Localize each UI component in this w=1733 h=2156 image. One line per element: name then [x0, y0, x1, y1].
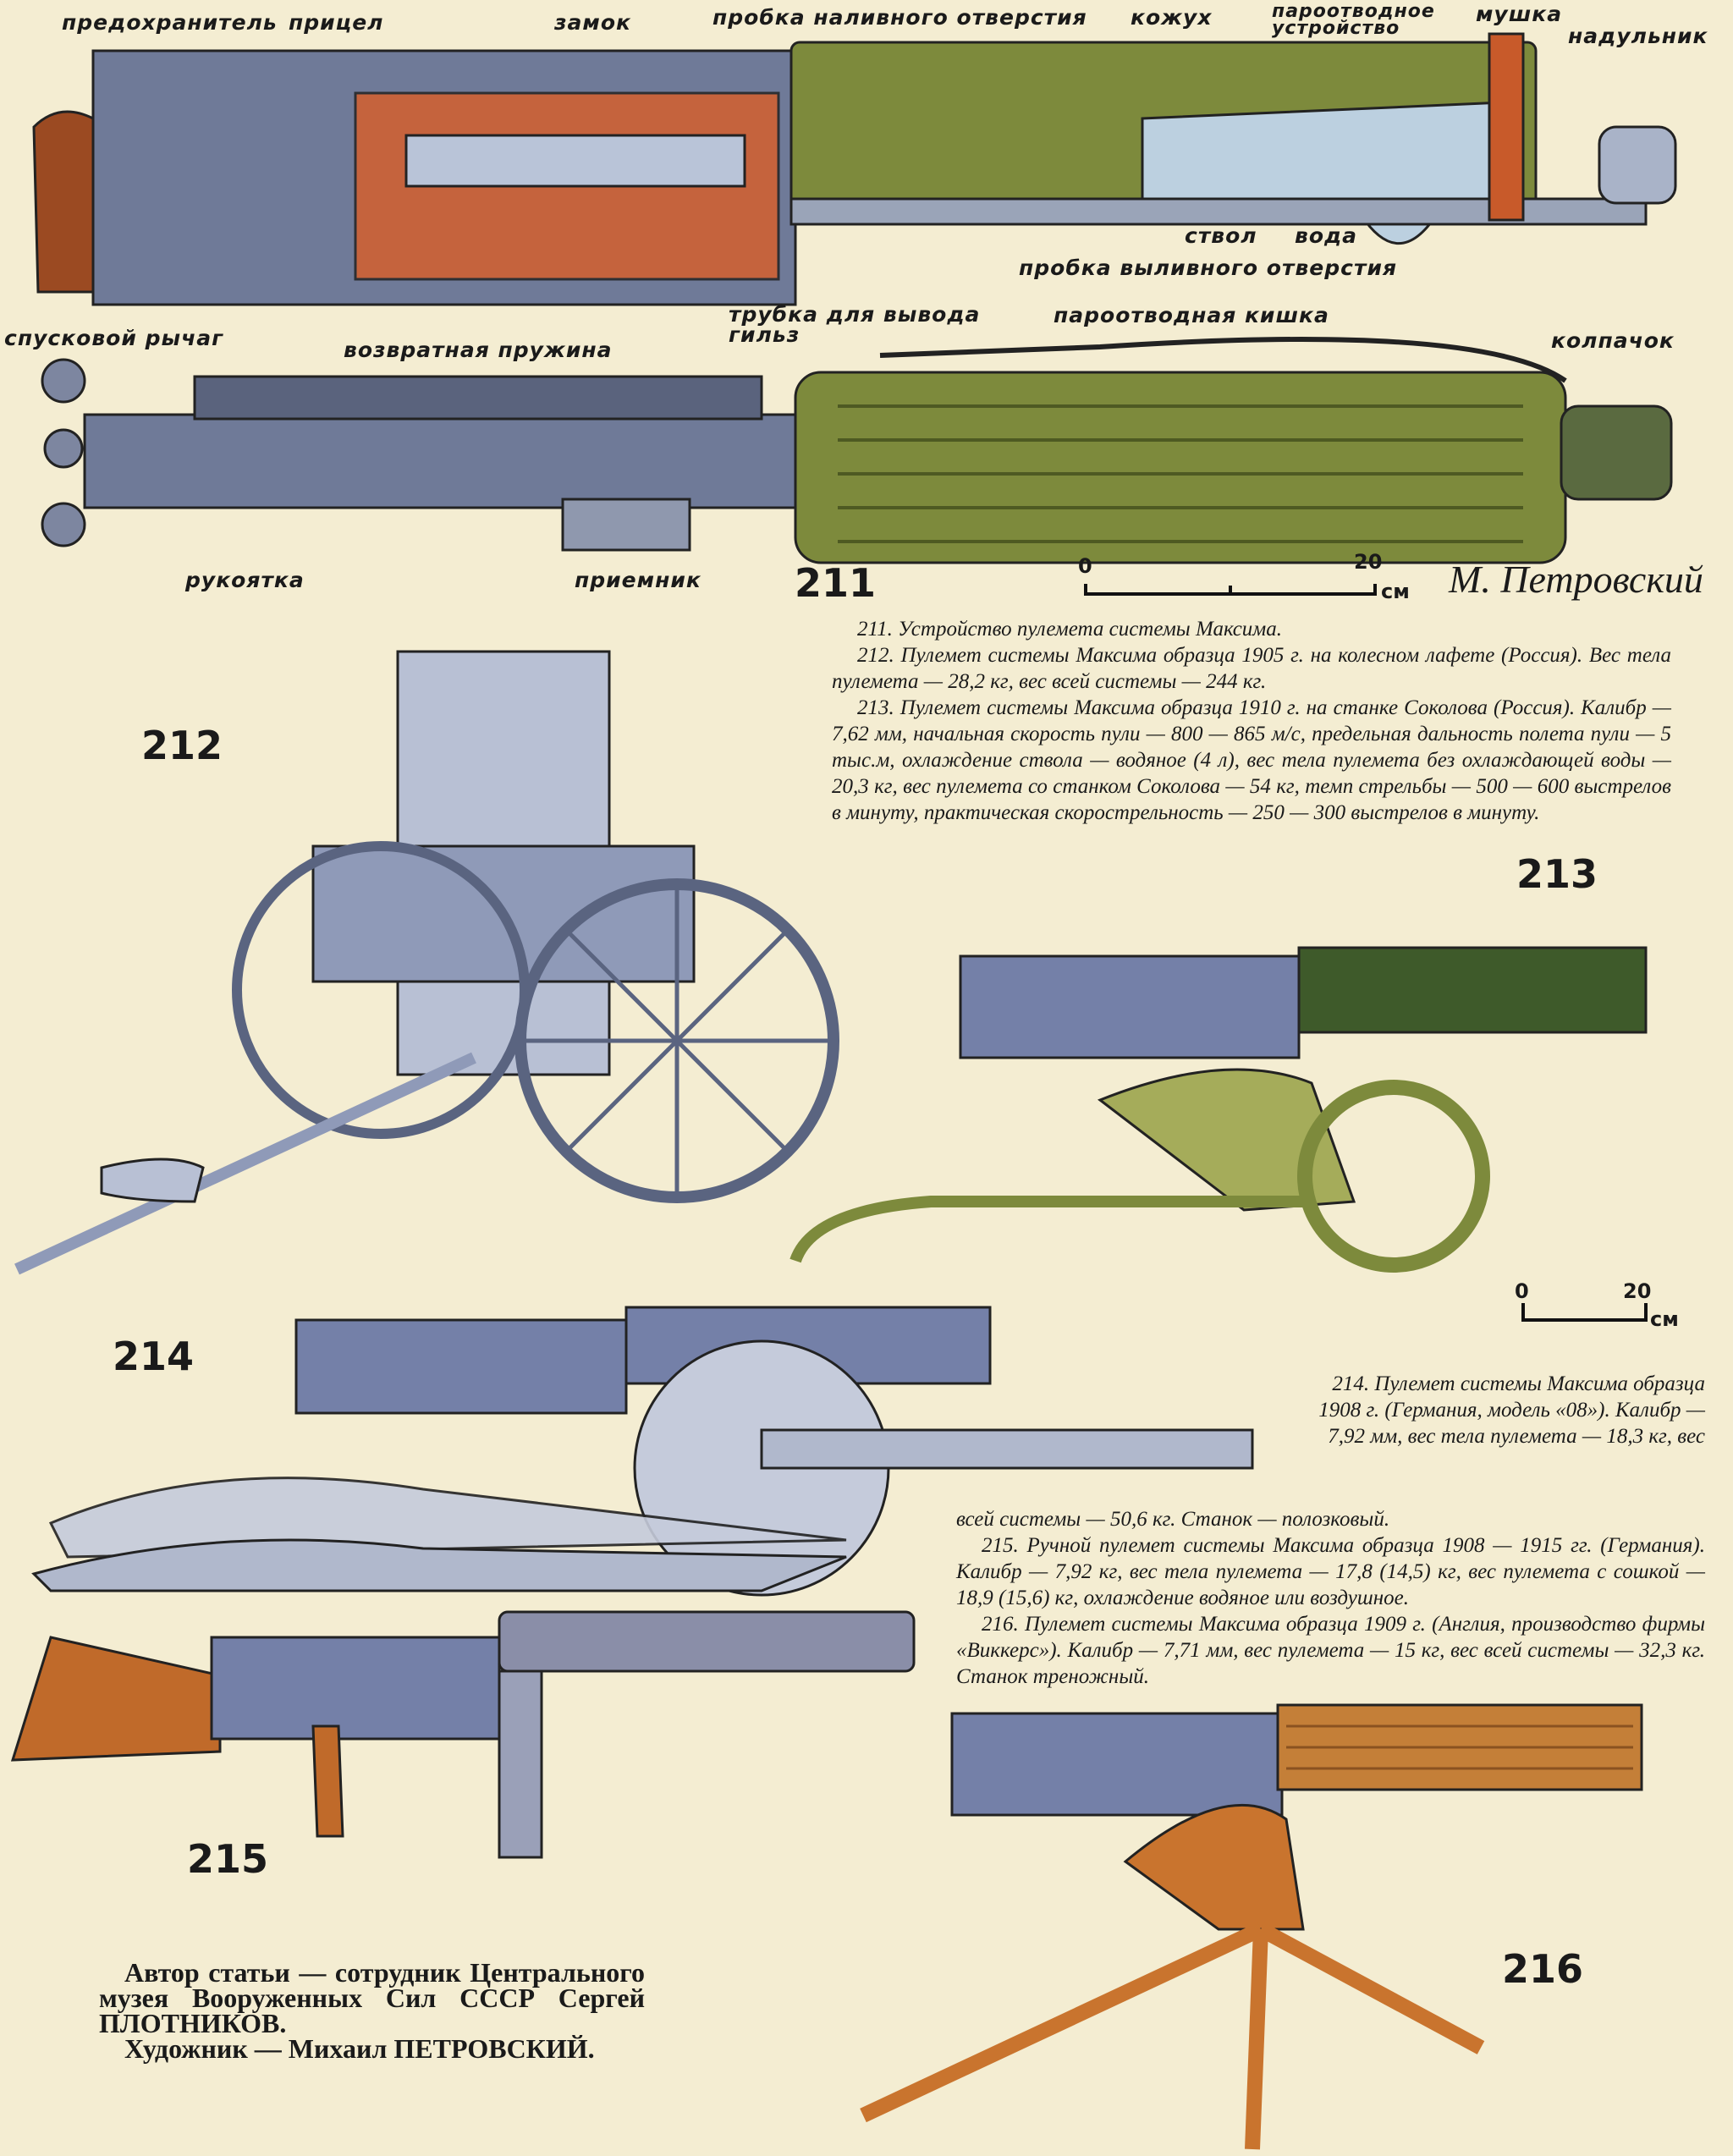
label-handle: рукоятка	[185, 568, 305, 592]
caption-212: 212. Пулемет системы Максима образца 190…	[832, 644, 1671, 693]
figure-number-213: 213	[1516, 851, 1598, 897]
scale-zero: 0	[1078, 554, 1092, 578]
label-return-spring: возвратная пружина	[344, 338, 613, 362]
figure-number-211: 211	[795, 560, 877, 606]
maxim-1905-wheeled-illustration	[14, 650, 839, 1275]
caption-214-part2: всей системы — 50,6 кг. Станок — полозко…	[956, 1508, 1390, 1531]
label-trigger-lever: спусковой рычаг	[4, 326, 224, 350]
label-cap: колпачок	[1551, 328, 1675, 353]
figure-number-216: 216	[1502, 1946, 1584, 1992]
caption-216: 216. Пулемет системы Максима образца 190…	[956, 1613, 1705, 1688]
label-drain-plug: пробка выливного отверстия	[1019, 256, 1398, 280]
maxim-top-view-illustration	[41, 337, 1673, 564]
maxim-1908-sled-illustration	[31, 1306, 1254, 1597]
scale2-zero: 0	[1515, 1279, 1529, 1303]
label-safety: предохранитель	[62, 10, 278, 35]
label-fill-plug: пробка наливного отверстия	[712, 5, 1087, 30]
label-steam-device: пароотводное устройство	[1272, 1, 1435, 39]
label-jacket: кожух	[1131, 5, 1213, 30]
vickers-1909-illustration	[860, 1703, 1643, 2150]
label-steam-hose: пароотводная кишка	[1054, 303, 1329, 327]
scale-unit: см	[1381, 580, 1410, 603]
author-credit: Автор статьи — сотрудник Центрального му…	[99, 1957, 645, 2038]
figure-number-214: 214	[113, 1334, 195, 1379]
figure-number-212: 212	[141, 723, 223, 768]
scale2-twenty: 20	[1623, 1279, 1652, 1303]
label-barrel: ствол	[1185, 223, 1257, 248]
maxim-1910-sokolov-illustration	[789, 946, 1648, 1273]
maxim-cutaway-illustration	[32, 32, 1677, 306]
maxim-1908-1915-light-illustration	[10, 1610, 916, 1859]
caption-215: 215. Ручной пулемет системы Максима обра…	[956, 1534, 1705, 1609]
label-receiver: приемник	[575, 568, 701, 592]
caption-214-part1: 214. Пулемет системы Максима образца 190…	[1303, 1371, 1705, 1449]
scale-bar-2	[1521, 1303, 1648, 1322]
label-water: вода	[1295, 223, 1358, 248]
artist-signature: М. Петровский	[1449, 558, 1703, 601]
label-case-tube: трубка для вывода гильз	[729, 302, 981, 347]
scale-bar	[1084, 584, 1377, 596]
captions-214-216: всей системы — 50,6 кг. Станок — полозко…	[956, 1506, 1705, 1690]
scale2-unit: см	[1650, 1307, 1679, 1331]
label-muzzle: надульник	[1568, 24, 1708, 48]
scale-twenty: 20	[1354, 550, 1383, 574]
figure-number-215: 215	[187, 1836, 269, 1882]
caption-211: 211. Устройство пулемета системы Максима…	[857, 618, 1282, 641]
captions-211-213: 211. Устройство пулемета системы Максима…	[832, 616, 1671, 826]
caption-214-text: 214. Пулемет системы Максима образца 190…	[1318, 1372, 1705, 1448]
artist-credit: Художник — Михаил ПЕТРОВСКИЙ.	[124, 2033, 595, 2064]
caption-213: 213. Пулемет системы Максима образца 191…	[832, 696, 1671, 824]
label-lock: замок	[554, 10, 631, 35]
label-sight: прицел	[289, 10, 384, 35]
credits: Автор статьи — сотрудник Центрального му…	[99, 1957, 645, 2064]
label-front-sight: мушка	[1476, 2, 1563, 26]
